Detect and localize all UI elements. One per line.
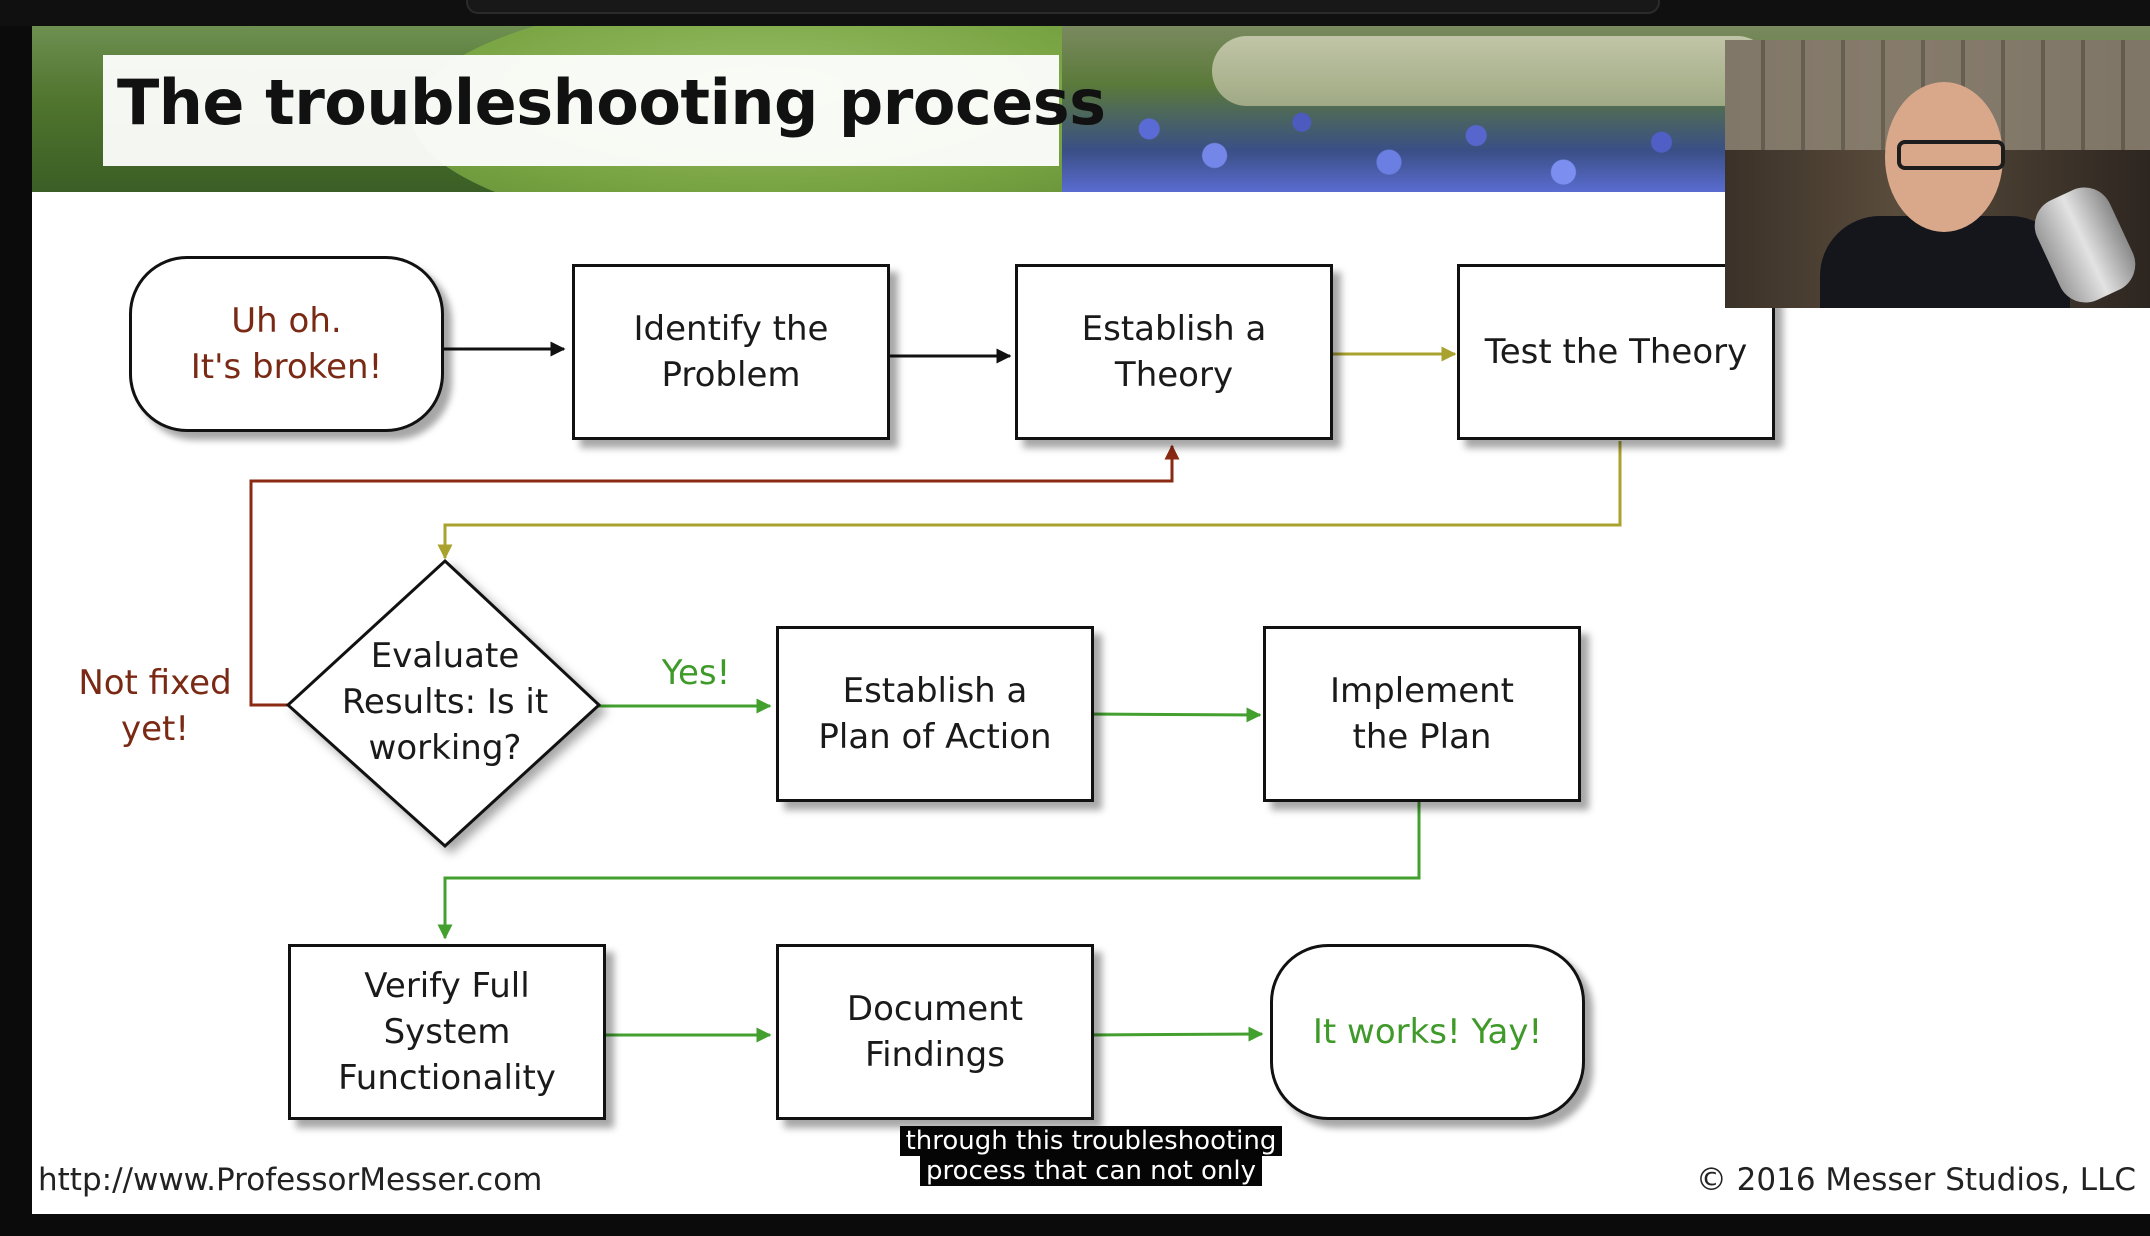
end-label: It works! Yay!: [1312, 1012, 1543, 1052]
banner-shrub: [1212, 36, 1772, 106]
document-box: Document Findings: [776, 944, 1094, 1120]
arrow-plan-to-implement: [1087, 707, 1262, 723]
end-node: It works! Yay!: [1270, 944, 1585, 1120]
arrow-document-to-end: [1087, 1026, 1264, 1042]
subtitle-caption: through this troubleshooting process tha…: [32, 1126, 2150, 1186]
implement-plan-box: Implement the Plan: [1263, 626, 1581, 802]
video-top-bar: [0, 0, 2150, 26]
arrow-not-fixed-loop: [249, 444, 1180, 707]
identify-label: Identify the Problem: [633, 309, 829, 395]
plan-of-action-box: Establish a Plan of Action: [776, 626, 1094, 802]
not-fixed-label: Not fixed yet!: [78, 663, 232, 749]
start-node: Uh oh. It's broken!: [129, 256, 444, 432]
yes-label: Yes!: [661, 653, 731, 693]
presenter-video-icon: [1725, 40, 2150, 308]
plan-label: Establish a Plan of Action: [818, 671, 1052, 757]
evaluate-label: Evaluate Results: Is it working?: [341, 636, 549, 768]
arrow-implement-to-verify: [437, 799, 1421, 940]
video-progress-pill: [466, 0, 1660, 14]
start-label: Uh oh. It's broken!: [190, 301, 383, 387]
flowchart-connectors: [249, 341, 1622, 1043]
verify-box: Verify Full System Functionality: [288, 944, 606, 1120]
test-theory-box: Test the Theory: [1457, 264, 1775, 440]
verify-label: Verify Full System Functionality: [338, 966, 556, 1098]
title-box: The troubleshooting process: [103, 55, 1106, 166]
arrow-test-to-evaluate: [437, 441, 1622, 560]
caption-line-1: through this troubleshooting: [899, 1126, 1283, 1156]
caption-line-2: process that can not only: [919, 1156, 1263, 1186]
test-theory-label: Test the Theory: [1484, 332, 1748, 372]
establish-theory-box: Establish a Theory: [1015, 264, 1333, 440]
evaluate-diamond: [285, 558, 602, 849]
footer-url: http://www.ProfessorMesser.com: [38, 1162, 543, 1198]
identify-problem-box: Identify the Problem: [572, 264, 890, 440]
video-bottom-bar: [0, 1214, 2150, 1236]
pip-presenter-head: [1885, 82, 2003, 232]
footer-copyright: © 2016 Messer Studios, LLC: [1695, 1162, 2136, 1198]
pip-glasses: [1897, 140, 2005, 170]
slide-title: The troubleshooting process: [117, 66, 1106, 139]
document-label: Document Findings: [846, 989, 1024, 1075]
slide: The troubleshooting process Uh oh. It's …: [32, 26, 2150, 1214]
establish-theory-label: Establish a Theory: [1081, 309, 1267, 395]
implement-label: Implement the Plan: [1329, 671, 1514, 757]
